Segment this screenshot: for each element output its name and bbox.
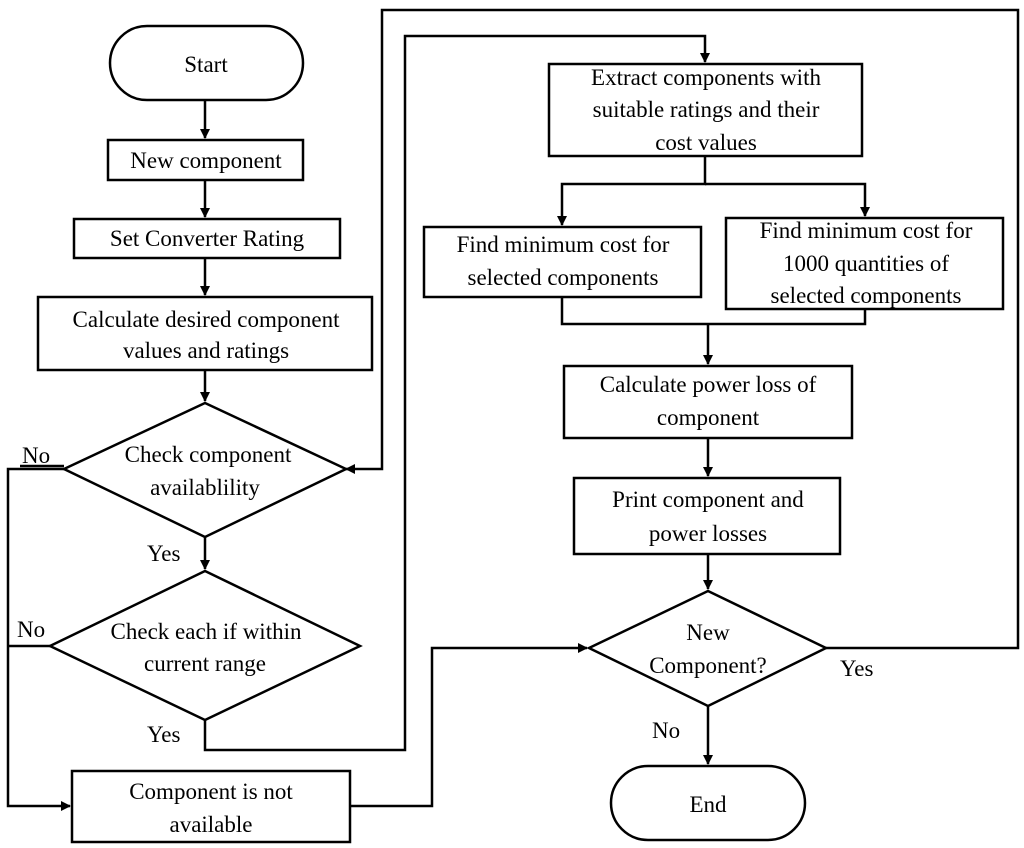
node-min-cost-selected: Find minimum cost for selected component… <box>422 225 703 299</box>
new-component-yes-label: Yes <box>840 656 874 681</box>
check-range-line-2: current range <box>144 651 266 676</box>
calculate-line-1: Calculate desired component <box>73 307 341 332</box>
min-cost-1000-line-3: selected components <box>771 283 962 308</box>
check-range-line-1: Check each if within <box>111 619 302 644</box>
availability-no-label: No <box>22 443 50 468</box>
extract-line-2: suitable ratings and their <box>593 97 820 122</box>
calculate-line-2: values and ratings <box>123 338 289 363</box>
not-available-line-1: Component is not <box>129 779 293 804</box>
node-not-available: Component is not available <box>70 769 352 844</box>
min-cost-selected-line-2: selected components <box>468 265 659 290</box>
min-cost-1000-line-1: Find minimum cost for <box>760 218 973 243</box>
arrow-range-yes-to-extract <box>203 34 710 752</box>
min-cost-1000-line-2: 1000 quantities of <box>783 251 949 276</box>
new-component-no-label: No <box>652 718 680 743</box>
new-component-q-line-2: Component? <box>649 653 767 678</box>
node-check-availability: Check component availablility <box>61 401 349 539</box>
edge-labels: No Yes No Yes Yes No <box>17 443 874 747</box>
node-min-cost-1000: Find minimum cost for 1000 quantities of… <box>724 216 1005 311</box>
print-line-1: Print component and <box>612 487 804 512</box>
node-calculate: Calculate desired component values and r… <box>36 295 374 372</box>
node-extract: Extract components with suitable ratings… <box>547 62 864 158</box>
check-availability-line-1: Check component <box>125 442 292 467</box>
line-merge-min-cost-outputs <box>560 297 867 326</box>
node-new-component: New component <box>106 138 305 182</box>
set-rating-label: Set Converter Rating <box>110 226 305 251</box>
node-start: Start <box>108 24 305 102</box>
arrow-new-component-yes-to-availability <box>345 8 1020 650</box>
extract-line-3: cost values <box>655 130 757 155</box>
connectors <box>6 8 1020 811</box>
node-new-component-question: New Component? <box>586 589 829 708</box>
min-cost-selected-line-1: Find minimum cost for <box>457 232 670 257</box>
node-power-loss: Calculate power loss of component <box>562 364 854 440</box>
new-component-q-line-1: New <box>686 620 730 645</box>
arrow-extract-to-min-cost-selected <box>557 156 707 226</box>
node-check-range: Check each if within current range <box>47 569 363 722</box>
node-set-converter-rating: Set Converter Rating <box>72 217 342 260</box>
not-available-line-2: available <box>169 812 252 837</box>
check-availability-line-2: availablility <box>150 475 260 500</box>
arrow-extract-to-min-cost-1000 <box>705 182 870 217</box>
availability-yes-label: Yes <box>147 541 181 566</box>
end-label: End <box>689 792 727 817</box>
start-label: Start <box>184 52 228 77</box>
range-no-label: No <box>17 617 45 642</box>
power-loss-line-1: Calculate power loss of <box>600 372 817 397</box>
arrow-availability-no-to-not-available <box>6 467 71 811</box>
range-yes-label: Yes <box>147 722 181 747</box>
new-component-label: New component <box>130 148 282 173</box>
extract-line-1: Extract components with <box>591 65 821 90</box>
print-line-2: power losses <box>649 521 767 546</box>
node-end: End <box>609 764 807 842</box>
arrow-not-available-to-new-component-q <box>350 643 588 808</box>
power-loss-line-2: component <box>657 405 760 430</box>
node-print: Print component and power losses <box>572 476 842 556</box>
